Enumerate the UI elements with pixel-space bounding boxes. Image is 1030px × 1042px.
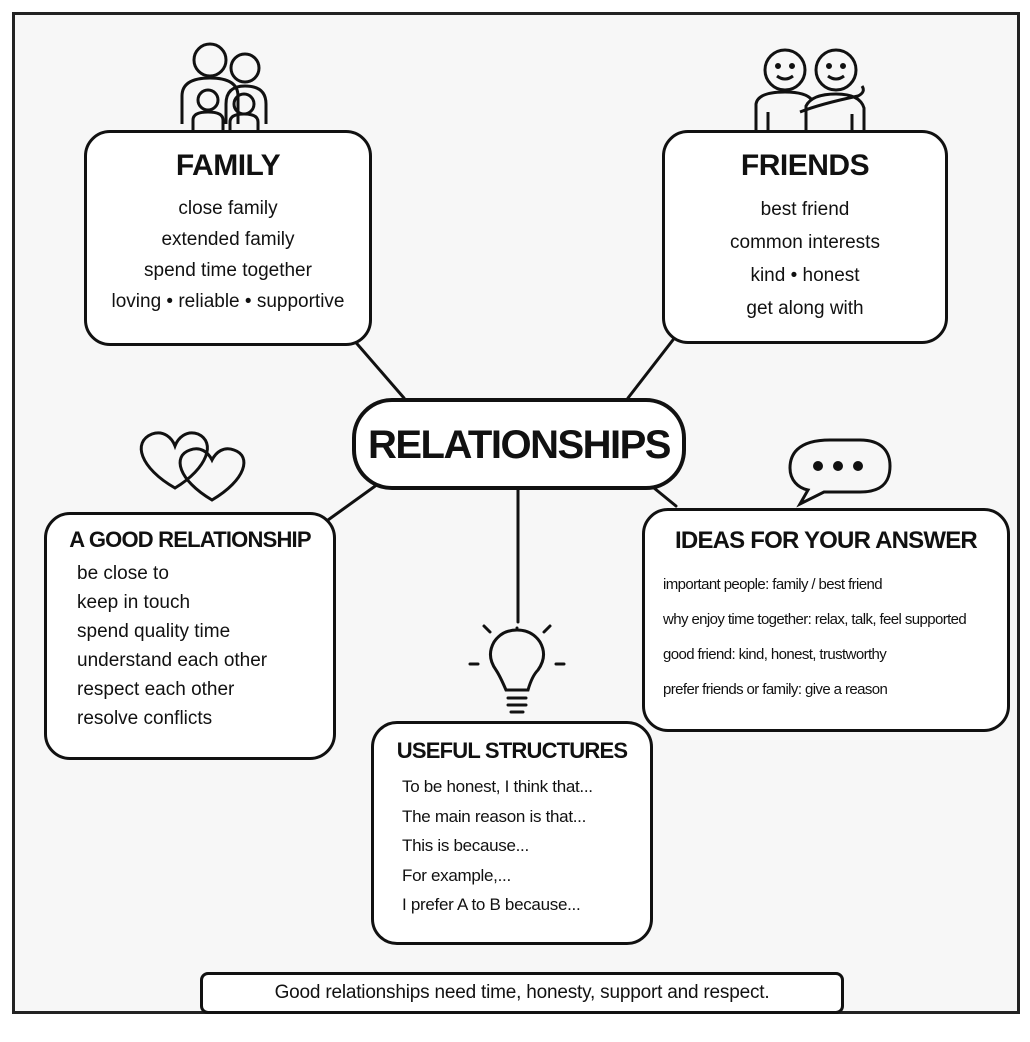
- connector-good: [326, 482, 380, 522]
- ideas-item: why enjoy time together: relax, talk, fe…: [663, 611, 967, 628]
- family-box: FAMILY close family extended family spen…: [84, 130, 372, 346]
- friends-list: best friend common interests kind • hone…: [665, 193, 945, 325]
- central-topic-box: RELATIONSHIPS: [352, 398, 686, 490]
- good-relationship-item: keep in touch: [77, 592, 191, 613]
- useful-structures-item: For example,...: [402, 865, 511, 885]
- good-relationship-list: be close to keep in touch spend quality …: [47, 559, 333, 733]
- ideas-box: IDEAS FOR YOUR ANSWER important people: …: [642, 508, 1010, 732]
- good-relationship-title: A GOOD RELATIONSHIP: [69, 527, 311, 552]
- good-relationship-item: resolve conflicts: [77, 708, 213, 729]
- useful-structures-item: I prefer A to B because...: [402, 895, 581, 914]
- connector-family: [350, 336, 406, 400]
- good-relationship-item: be close to: [77, 563, 169, 584]
- friends-item: get along with: [746, 298, 864, 319]
- family-icon: [180, 42, 268, 130]
- friends-item: best friend: [760, 199, 850, 220]
- connector-ideas: [652, 486, 678, 508]
- useful-structures-item: To be honest, I think that...: [402, 777, 593, 796]
- summary-banner: Good relationships need time, honesty, s…: [200, 972, 844, 1014]
- friends-box: FRIENDS best friend common interests kin…: [662, 130, 948, 344]
- family-list: close family extended family spend time …: [87, 193, 369, 317]
- central-topic-title: RELATIONSHIPS: [367, 423, 672, 467]
- friends-icon: [754, 48, 866, 132]
- ideas-list: important people: family / best friend w…: [645, 567, 1007, 707]
- family-item: extended family: [161, 229, 295, 250]
- useful-structures-item: The main reason is that...: [402, 806, 587, 826]
- friends-item: kind • honest: [750, 265, 860, 286]
- hearts-icon: [139, 431, 246, 502]
- good-relationship-item: understand each other: [77, 650, 268, 671]
- family-item: loving • reliable • supportive: [111, 291, 345, 312]
- useful-structures-box: USEFUL STRUCTURES To be honest, I think …: [371, 721, 653, 945]
- speech-bubble-icon: [788, 438, 892, 508]
- connector-friends: [626, 334, 678, 400]
- lightbulb-icon: [468, 624, 566, 714]
- ideas-title: IDEAS FOR YOUR ANSWER: [675, 527, 978, 554]
- good-relationship-box: A GOOD RELATIONSHIP be close to keep in …: [44, 512, 336, 760]
- friends-item: common interests: [730, 232, 880, 253]
- useful-structures-title: USEFUL STRUCTURES: [396, 738, 628, 763]
- family-item: spend time together: [144, 260, 312, 281]
- family-title: FAMILY: [175, 149, 281, 182]
- good-relationship-item: spend quality time: [77, 621, 231, 642]
- family-item: close family: [178, 198, 278, 219]
- ideas-item: prefer friends or family: give a reason: [663, 681, 888, 698]
- good-relationship-item: respect each other: [77, 679, 235, 700]
- friends-title: FRIENDS: [740, 149, 870, 182]
- ideas-item: important people: family / best friend: [663, 576, 883, 593]
- useful-structures-list: To be honest, I think that... The main r…: [374, 772, 650, 920]
- useful-structures-item: This is because...: [402, 836, 529, 855]
- ideas-item: good friend: kind, honest, trustworthy: [663, 646, 887, 663]
